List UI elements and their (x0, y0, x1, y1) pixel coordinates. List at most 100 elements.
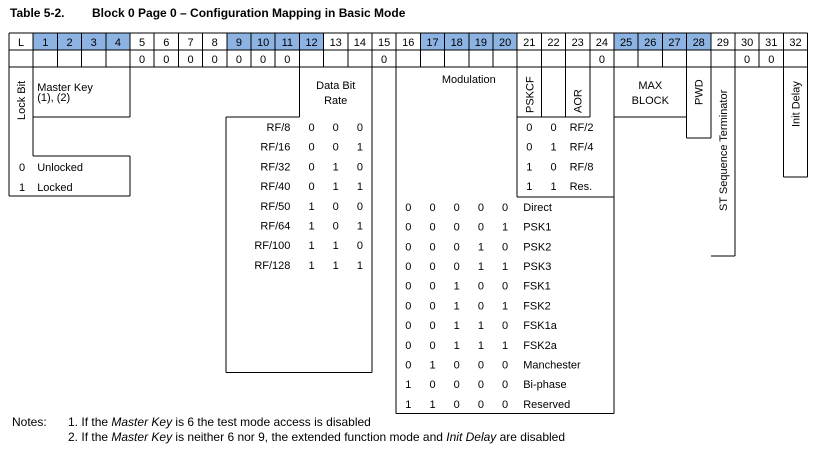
notes: Notes:1. If the Master Key is 6 the test… (12, 415, 565, 445)
lock-value-label: Locked (37, 182, 72, 194)
note-1-number: 1. (68, 415, 79, 429)
note-2-number: 2. (68, 430, 79, 444)
header-shade-bit-28 (686, 33, 711, 50)
data-rate-bit: 0 (308, 122, 314, 134)
pskcf-bit: 1 (550, 142, 556, 154)
modulation-bit: 0 (502, 241, 508, 253)
modulation-bit: 0 (478, 300, 484, 312)
lock-value-label: Unlocked (37, 162, 83, 174)
modulation-bit: 0 (405, 202, 411, 214)
bit-header-18: 18 (451, 37, 463, 49)
fixed-value-bit-30: 0 (744, 54, 750, 66)
lock-bit-label: Lock Bit (16, 81, 28, 120)
bit-header-32: 32 (789, 37, 801, 49)
header-shade-bit-17 (420, 33, 445, 50)
data-rate-bit: 0 (357, 201, 363, 213)
modulation-name: FSK1a (523, 320, 558, 332)
header-shade-bit-11 (275, 33, 300, 50)
modulation-bit: 1 (454, 300, 460, 312)
modulation-bit: 0 (502, 379, 508, 391)
init-delay-label: Init Delay (791, 81, 803, 127)
note-2-text-b: is neither 6 nor 9, the extended functio… (172, 430, 447, 444)
fixed-value-bit-6: 0 (163, 54, 169, 66)
modulation-bit: 0 (429, 379, 435, 391)
modulation-bit: 0 (454, 261, 460, 273)
data-rate-bit: 1 (333, 161, 339, 173)
fixed-value-bit-15: 0 (381, 54, 387, 66)
bit-header-29: 29 (717, 37, 729, 49)
bit-header-L: L (18, 37, 24, 49)
modulation-bit: 1 (454, 320, 460, 332)
data-rate-bit: 0 (333, 142, 339, 154)
pskcf-label-value: RF/4 (570, 142, 594, 154)
modulation-bit: 1 (405, 399, 411, 411)
data-rate-bit: 1 (333, 260, 339, 272)
modulation-bit: 0 (405, 281, 411, 293)
data-rate-bit: 0 (308, 181, 314, 193)
modulation-bit: 0 (405, 222, 411, 234)
modulation-bit: 0 (405, 359, 411, 371)
bit-header-28: 28 (693, 37, 705, 49)
data-rate-label: RF/40 (260, 181, 290, 193)
pwd-label: PWD (694, 79, 706, 105)
data-rate-bit: 1 (357, 181, 363, 193)
data-rate-bit: 1 (308, 260, 314, 272)
modulation-bit: 0 (478, 222, 484, 234)
data-rate-bit: 1 (357, 142, 363, 154)
modulation-name: FSK1 (523, 281, 551, 293)
modulation-name: Manchester (523, 359, 581, 371)
table-title: Table 5-2.Block 0 Page 0 – Configuration… (10, 6, 405, 20)
pskcf-bit: 0 (550, 161, 556, 173)
modulation-name: Bi-phase (523, 379, 566, 391)
data-rate-bit: 0 (357, 161, 363, 173)
pskcf-label: PSKCF (524, 76, 536, 113)
modulation-bit: 1 (429, 359, 435, 371)
data-rate-label: RF/32 (260, 161, 290, 173)
table-rules (8, 32, 809, 415)
modulation-bit: 0 (429, 202, 435, 214)
modulation-bit: 0 (502, 359, 508, 371)
bit-header-7: 7 (187, 37, 193, 49)
fixed-value-bit-24: 0 (599, 54, 605, 66)
modulation-bit: 0 (454, 222, 460, 234)
data-rate-bit: 1 (357, 260, 363, 272)
data-rate-label: RF/16 (260, 142, 290, 154)
data-rate-bit: 1 (333, 181, 339, 193)
fixed-value-bit-9: 0 (236, 54, 242, 66)
header-shade-bit-10 (251, 33, 276, 50)
modulation-bit: 0 (478, 399, 484, 411)
header-shade-bit-25 (614, 33, 639, 50)
modulation-name: PSK3 (523, 261, 551, 273)
data-bit-rate-label-1: Data Bit (316, 80, 355, 92)
lock-value-bit: 1 (19, 182, 25, 194)
data-rate-bit: 1 (333, 240, 339, 252)
bit-header-22: 22 (547, 37, 559, 49)
modulation-bit: 1 (454, 340, 460, 352)
note-2-text-c: are disabled (496, 430, 566, 444)
lock-value-bit: 0 (19, 162, 25, 174)
pskcf-bit: 1 (526, 161, 532, 173)
bit-header-16: 16 (402, 37, 414, 49)
note-2-emphasis: Master Key (111, 430, 173, 444)
table-caption: Block 0 Page 0 – Configuration Mapping i… (92, 6, 406, 20)
modulation-name: PSK2 (523, 241, 551, 253)
bit-header-8: 8 (212, 37, 218, 49)
header-shade-bit-9 (226, 33, 251, 50)
bit-header-13: 13 (330, 37, 342, 49)
bit-header-21: 21 (523, 37, 535, 49)
modulation-bit: 0 (478, 202, 484, 214)
notes-label: Notes: (12, 415, 47, 429)
data-rate-bit: 1 (308, 221, 314, 233)
bit-header-19: 19 (475, 37, 487, 49)
bit-header-9: 9 (236, 37, 242, 49)
bit-header-27: 27 (668, 37, 680, 49)
data-rate-label: RF/128 (254, 260, 290, 272)
header-shade-bit-3 (81, 33, 106, 50)
modulation-bit: 0 (478, 359, 484, 371)
fixed-value-bit-11: 0 (284, 54, 290, 66)
modulation-name: Reserved (523, 399, 570, 411)
modulation-bit: 0 (454, 241, 460, 253)
pskcf-label-value: Res. (570, 181, 593, 193)
header-shade-bit-18 (444, 33, 469, 50)
bit-header-20: 20 (499, 37, 511, 49)
